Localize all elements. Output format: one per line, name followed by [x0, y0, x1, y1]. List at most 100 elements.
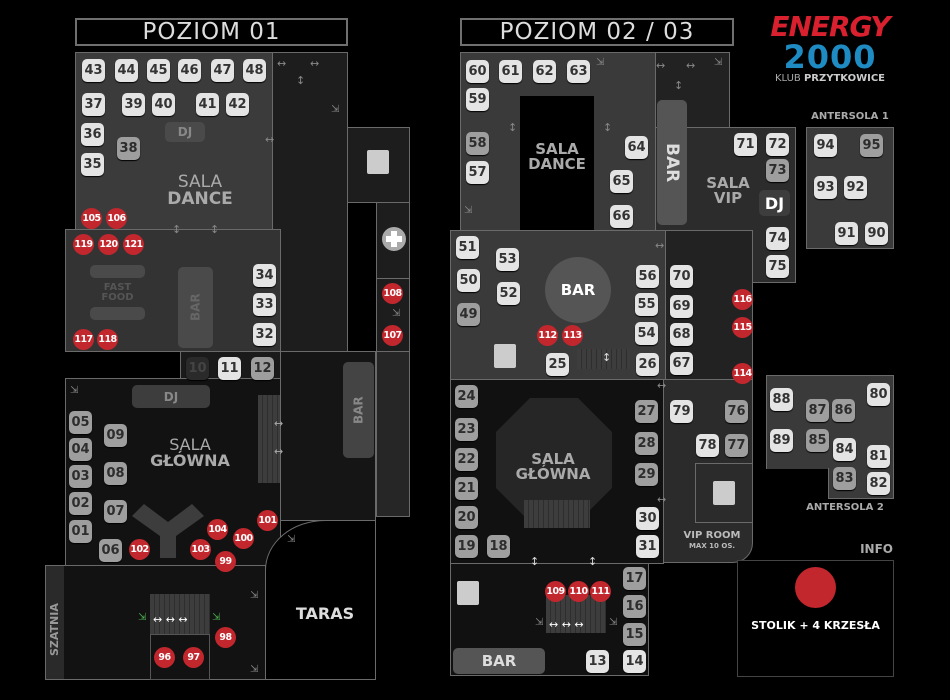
table-77[interactable]: 77 — [725, 434, 748, 457]
table-92[interactable]: 92 — [844, 176, 867, 199]
table-29[interactable]: 29 — [635, 463, 658, 486]
table-51[interactable]: 51 — [456, 236, 479, 259]
table-53[interactable]: 53 — [496, 248, 519, 271]
table-45[interactable]: 45 — [147, 59, 170, 82]
table-36[interactable]: 36 — [81, 123, 104, 146]
reservable-table-117[interactable]: 117 — [73, 329, 94, 350]
table-70[interactable]: 70 — [670, 265, 693, 288]
table-06[interactable]: 06 — [99, 539, 122, 562]
table-93[interactable]: 93 — [814, 176, 837, 199]
table-91[interactable]: 91 — [835, 222, 858, 245]
table-07[interactable]: 07 — [104, 500, 127, 523]
table-56[interactable]: 56 — [636, 265, 659, 288]
table-23[interactable]: 23 — [455, 418, 478, 441]
table-57[interactable]: 57 — [466, 161, 489, 184]
table-31[interactable]: 31 — [636, 535, 659, 558]
reservable-table-107[interactable]: 107 — [382, 325, 403, 346]
table-38[interactable]: 38 — [117, 137, 140, 160]
table-89[interactable]: 89 — [770, 429, 793, 452]
table-85[interactable]: 85 — [806, 429, 829, 452]
table-37[interactable]: 37 — [82, 93, 105, 116]
reservable-table-98[interactable]: 98 — [215, 627, 236, 648]
table-09[interactable]: 09 — [104, 424, 127, 447]
reservable-table-101[interactable]: 101 — [257, 510, 278, 531]
table-08[interactable]: 08 — [104, 462, 127, 485]
table-27[interactable]: 27 — [635, 400, 658, 423]
reservable-table-111[interactable]: 111 — [590, 581, 611, 602]
table-60[interactable]: 60 — [466, 60, 489, 83]
table-19[interactable]: 19 — [455, 535, 478, 558]
reservable-table-103[interactable]: 103 — [190, 539, 211, 560]
table-04[interactable]: 04 — [69, 438, 92, 461]
table-21[interactable]: 21 — [455, 477, 478, 500]
table-40[interactable]: 40 — [152, 93, 175, 116]
table-55[interactable]: 55 — [635, 293, 658, 316]
table-71[interactable]: 71 — [734, 133, 757, 156]
table-95[interactable]: 95 — [860, 134, 883, 157]
table-35[interactable]: 35 — [81, 153, 104, 176]
table-01[interactable]: 01 — [69, 520, 92, 543]
table-84[interactable]: 84 — [833, 438, 856, 461]
reservable-table-114[interactable]: 114 — [732, 363, 753, 384]
table-42[interactable]: 42 — [226, 93, 249, 116]
table-75[interactable]: 75 — [766, 255, 789, 278]
reservable-table-115[interactable]: 115 — [732, 317, 753, 338]
table-68[interactable]: 68 — [670, 323, 693, 346]
table-30[interactable]: 30 — [636, 507, 659, 530]
reservable-table-102[interactable]: 102 — [129, 539, 150, 560]
table-18[interactable]: 18 — [487, 535, 510, 558]
reservable-table-116[interactable]: 116 — [732, 289, 753, 310]
table-15[interactable]: 15 — [623, 623, 646, 646]
reservable-table-112[interactable]: 112 — [537, 325, 558, 346]
table-73[interactable]: 73 — [766, 159, 789, 182]
table-44[interactable]: 44 — [115, 59, 138, 82]
table-61[interactable]: 61 — [499, 60, 522, 83]
table-11[interactable]: 11 — [218, 357, 241, 380]
table-43[interactable]: 43 — [82, 59, 105, 82]
reservable-table-99[interactable]: 99 — [215, 551, 236, 572]
table-81[interactable]: 81 — [867, 445, 890, 468]
table-46[interactable]: 46 — [178, 59, 201, 82]
reservable-table-97[interactable]: 97 — [183, 647, 204, 668]
reservable-table-106[interactable]: 106 — [106, 208, 127, 229]
table-03[interactable]: 03 — [69, 465, 92, 488]
table-14[interactable]: 14 — [623, 650, 646, 673]
table-66[interactable]: 66 — [610, 205, 633, 228]
table-28[interactable]: 28 — [635, 432, 658, 455]
reservable-table-119[interactable]: 119 — [73, 234, 94, 255]
table-47[interactable]: 47 — [211, 59, 234, 82]
table-78[interactable]: 78 — [696, 434, 719, 457]
reservable-table-120[interactable]: 120 — [98, 234, 119, 255]
table-83[interactable]: 83 — [833, 467, 856, 490]
table-49[interactable]: 49 — [457, 303, 480, 326]
table-94[interactable]: 94 — [814, 134, 837, 157]
table-79[interactable]: 79 — [670, 400, 693, 423]
table-33[interactable]: 33 — [253, 293, 276, 316]
table-90[interactable]: 90 — [865, 222, 888, 245]
reservable-table-96[interactable]: 96 — [154, 647, 175, 668]
reservable-table-104[interactable]: 104 — [207, 519, 228, 540]
table-64[interactable]: 64 — [625, 136, 648, 159]
table-88[interactable]: 88 — [770, 388, 793, 411]
table-72[interactable]: 72 — [766, 133, 789, 156]
table-80[interactable]: 80 — [867, 383, 890, 406]
table-25[interactable]: 25 — [546, 353, 569, 376]
table-26[interactable]: 26 — [636, 353, 659, 376]
table-63[interactable]: 63 — [567, 60, 590, 83]
table-50[interactable]: 50 — [457, 269, 480, 292]
table-76[interactable]: 76 — [725, 400, 748, 423]
reservable-table-100[interactable]: 100 — [233, 528, 254, 549]
table-10[interactable]: 10 — [186, 357, 209, 380]
table-62[interactable]: 62 — [533, 60, 556, 83]
reservable-table-108[interactable]: 108 — [382, 283, 403, 304]
table-87[interactable]: 87 — [806, 399, 829, 422]
table-86[interactable]: 86 — [832, 399, 855, 422]
table-13[interactable]: 13 — [586, 650, 609, 673]
table-69[interactable]: 69 — [670, 295, 693, 318]
table-20[interactable]: 20 — [455, 506, 478, 529]
reservable-table-105[interactable]: 105 — [81, 208, 102, 229]
reservable-table-118[interactable]: 118 — [97, 329, 118, 350]
reservable-table-109[interactable]: 109 — [545, 581, 566, 602]
table-59[interactable]: 59 — [466, 88, 489, 111]
table-32[interactable]: 32 — [253, 323, 276, 346]
